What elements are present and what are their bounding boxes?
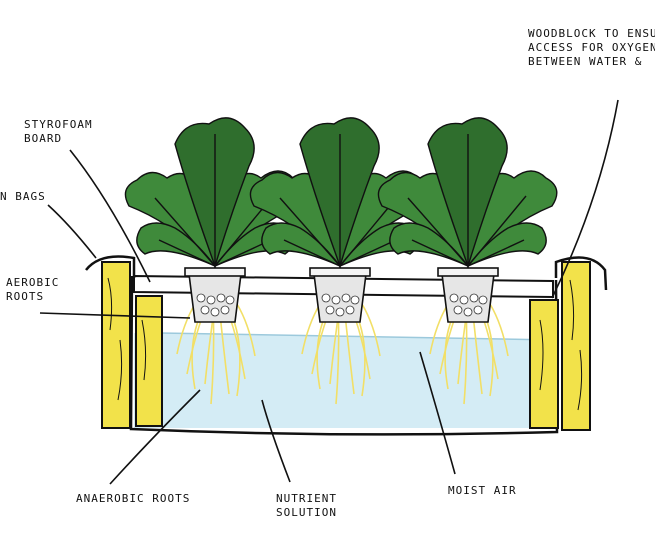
label-anaerobic-roots: ANAEROBIC ROOTS: [76, 492, 190, 506]
label-bags: N BAGS: [0, 190, 46, 204]
label-woodblock: WOODBLOCK TO ENSURE ACCESS FOR OXYGEN BE…: [528, 27, 655, 69]
label-aerobic-roots: AEROBIC ROOTS: [6, 276, 59, 304]
right-outer-wood-block: [562, 262, 590, 430]
label-moist-air: MOIST AIR: [448, 484, 517, 498]
label-nutrient-solution: NUTRIENT SOLUTION: [276, 492, 337, 520]
leader-bags: [48, 205, 96, 258]
left-inner-wood-block: [136, 296, 162, 426]
label-styrofoam-board: STYROFOAM BOARD: [24, 118, 93, 146]
right-inner-wood-block: [530, 300, 558, 428]
left-outer-wood-block: [102, 262, 130, 428]
